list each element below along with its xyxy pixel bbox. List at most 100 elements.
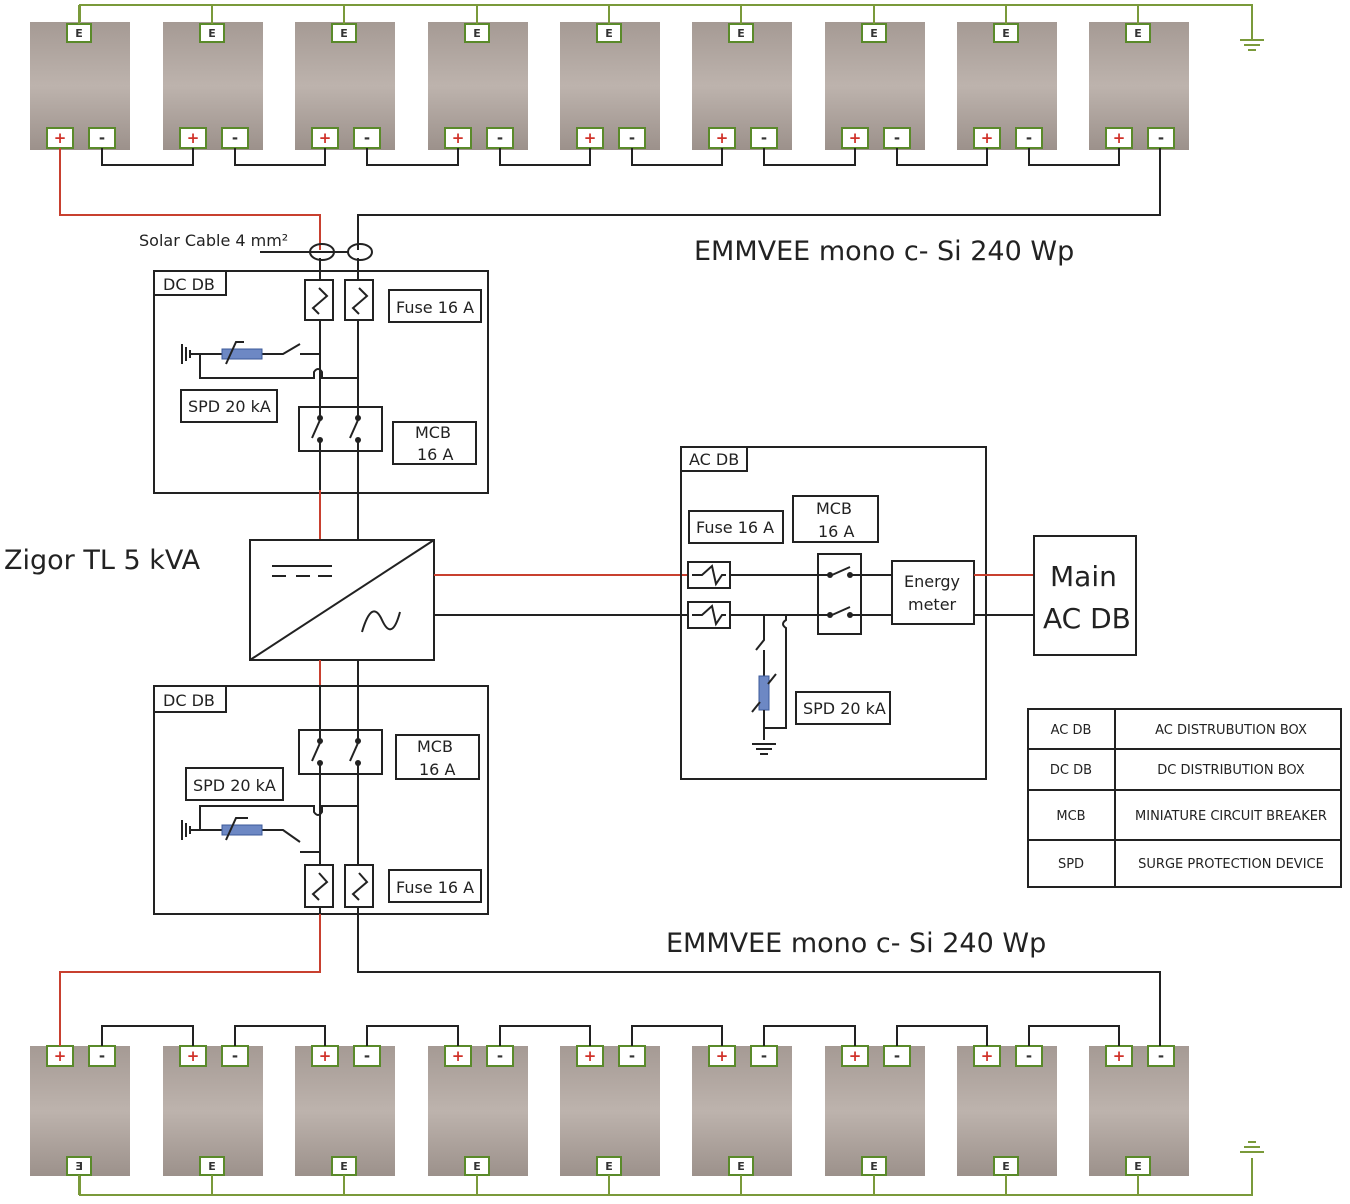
earth-terminal-label: E — [737, 27, 745, 40]
series-link — [896, 1025, 988, 1046]
energy-meter-label-2: meter — [908, 595, 957, 614]
earth-terminal-label: E — [737, 1160, 745, 1173]
earth-terminal-label: E — [870, 1160, 878, 1173]
pv-module: E + - — [825, 5, 925, 150]
positive-terminal-label: + — [849, 1047, 862, 1065]
spd-dc-top-label: SPD 20 kA — [188, 397, 271, 416]
mcb-ac-label-1: MCB — [816, 499, 852, 518]
series-link — [366, 1025, 459, 1046]
positive-terminal-label: + — [584, 1047, 597, 1065]
pv-module: E+- — [560, 5, 660, 150]
series-link — [366, 148, 459, 166]
fuse-dc-top-label: Fuse 16 A — [396, 298, 474, 317]
inverter-label: Zigor TL 5 kVA — [4, 545, 201, 576]
legend-meaning-acdb: AC DISTRUBUTION BOX — [1155, 723, 1307, 738]
series-link — [1028, 1025, 1120, 1046]
pv-module: E+- — [428, 5, 528, 150]
series-links-bottom — [101, 1025, 1120, 1046]
pv-module: E + - — [30, 5, 130, 150]
module-label-top: EMMVEE mono c- Si 240 Wp — [694, 236, 1074, 267]
bottom-positive-home-run — [59, 914, 321, 1046]
pv-module: E+- — [163, 5, 263, 150]
positive-terminal-label: + — [54, 129, 67, 147]
positive-terminal-label: + — [319, 1047, 332, 1065]
positive-terminal-label: + — [452, 129, 465, 147]
negative-terminal-label: - — [1158, 129, 1164, 147]
pv-module: E+- — [428, 1045, 528, 1195]
legend-abbr-spd: SPD — [1058, 857, 1084, 872]
inverter: Zigor TL 5 kVA — [4, 539, 435, 661]
fuse-ac-label: Fuse 16 A — [696, 518, 774, 537]
earth-terminal-label: E — [208, 1160, 216, 1173]
negative-terminal-label: - — [99, 129, 105, 147]
fuse-dc-bottom-label: Fuse 16 A — [396, 878, 474, 897]
energy-meter-label-1: Energy — [904, 572, 960, 591]
series-link — [101, 148, 194, 166]
negative-terminal-label: - — [497, 129, 503, 147]
positive-terminal-label: + — [716, 1047, 729, 1065]
acdb-title: AC DB — [689, 450, 739, 469]
bottom-negative-home-run — [357, 914, 1161, 1046]
main-acdb-label-1: Main — [1050, 560, 1117, 593]
negative-terminal-label: - — [629, 1047, 635, 1065]
legend-meaning-dcdb: DC DISTRIBUTION BOX — [1157, 763, 1305, 778]
pv-module: E + - — [295, 1045, 395, 1195]
mcb-ac — [817, 553, 862, 635]
legend-abbr-dcdb: DC DB — [1050, 763, 1092, 778]
positive-terminal-label: + — [187, 1047, 200, 1065]
mcb-dc-top — [298, 406, 383, 452]
earth-terminal-label: E — [340, 1160, 348, 1173]
mcb-dc-bottom-label-1: MCB — [417, 737, 453, 756]
mcb-dc-bottom-label-2: 16 A — [419, 760, 455, 779]
series-link — [896, 148, 988, 166]
solar-cable-label: Solar Cable 4 mm² — [139, 231, 288, 250]
positive-terminal-label: + — [54, 1047, 67, 1065]
mcb-dc-bottom — [298, 729, 383, 775]
legend-abbr-mcb: MCB — [1056, 809, 1085, 824]
spd-ac-label: SPD 20 kA — [803, 699, 886, 718]
negative-terminal-label: - — [1158, 1047, 1164, 1065]
earth-wiring-bottom — [79, 1141, 1264, 1196]
spd-dc-bottom — [221, 824, 263, 836]
negative-terminal-label: - — [894, 129, 900, 147]
pv-module: E + - — [163, 1045, 263, 1195]
negative-terminal-label: - — [99, 1047, 105, 1065]
earth-terminal-label: Ǝ — [75, 1160, 83, 1173]
energy-meter — [891, 560, 975, 625]
series-link — [631, 1025, 723, 1046]
main-acdb-label-2: AC DB — [1043, 602, 1131, 635]
pv-module: E+- — [1089, 1045, 1189, 1195]
series-link — [763, 1025, 856, 1046]
pv-module: Ǝ + - — [30, 1045, 130, 1195]
spd-dc-top — [221, 348, 263, 360]
negative-terminal-label: - — [232, 129, 238, 147]
negative-terminal-label: - — [364, 129, 370, 147]
negative-terminal-label: - — [1026, 1047, 1032, 1065]
pv-module: E+- — [560, 1045, 660, 1195]
positive-terminal-label: + — [584, 129, 597, 147]
negative-terminal-label: - — [1026, 129, 1032, 147]
dc-db-bottom: DC DB MCB 16 A SPD 20 kA Fuse 16 A — [153, 685, 489, 915]
dcdb-bottom-title: DC DB — [163, 691, 215, 710]
series-link — [631, 148, 723, 166]
earth-terminal-label: E — [870, 27, 878, 40]
earth-terminal-label: E — [75, 27, 83, 40]
earth-terminal-label: E — [1134, 27, 1142, 40]
legend-abbr-acdb: AC DB — [1051, 723, 1092, 738]
pv-module: E+- — [957, 1045, 1057, 1195]
pv-module: E+- — [692, 1045, 792, 1195]
module-label-bottom: EMMVEE mono c- Si 240 Wp — [666, 928, 1046, 959]
main-ac-db: Main AC DB — [1033, 535, 1137, 656]
top-negative-home-run — [357, 148, 1161, 250]
pv-module: E+- — [295, 5, 395, 150]
bottom-module-string: Ǝ+-E+-E+-E+-E+-E+-E+-E+-E+- — [30, 1045, 1189, 1195]
positive-terminal-label: + — [849, 129, 862, 147]
negative-terminal-label: - — [232, 1047, 238, 1065]
pv-module: E+- — [692, 5, 792, 150]
negative-terminal-label: - — [364, 1047, 370, 1065]
negative-terminal-label: - — [894, 1047, 900, 1065]
series-link — [234, 148, 326, 166]
series-link — [234, 1025, 326, 1046]
earth-terminal-label: E — [605, 27, 613, 40]
